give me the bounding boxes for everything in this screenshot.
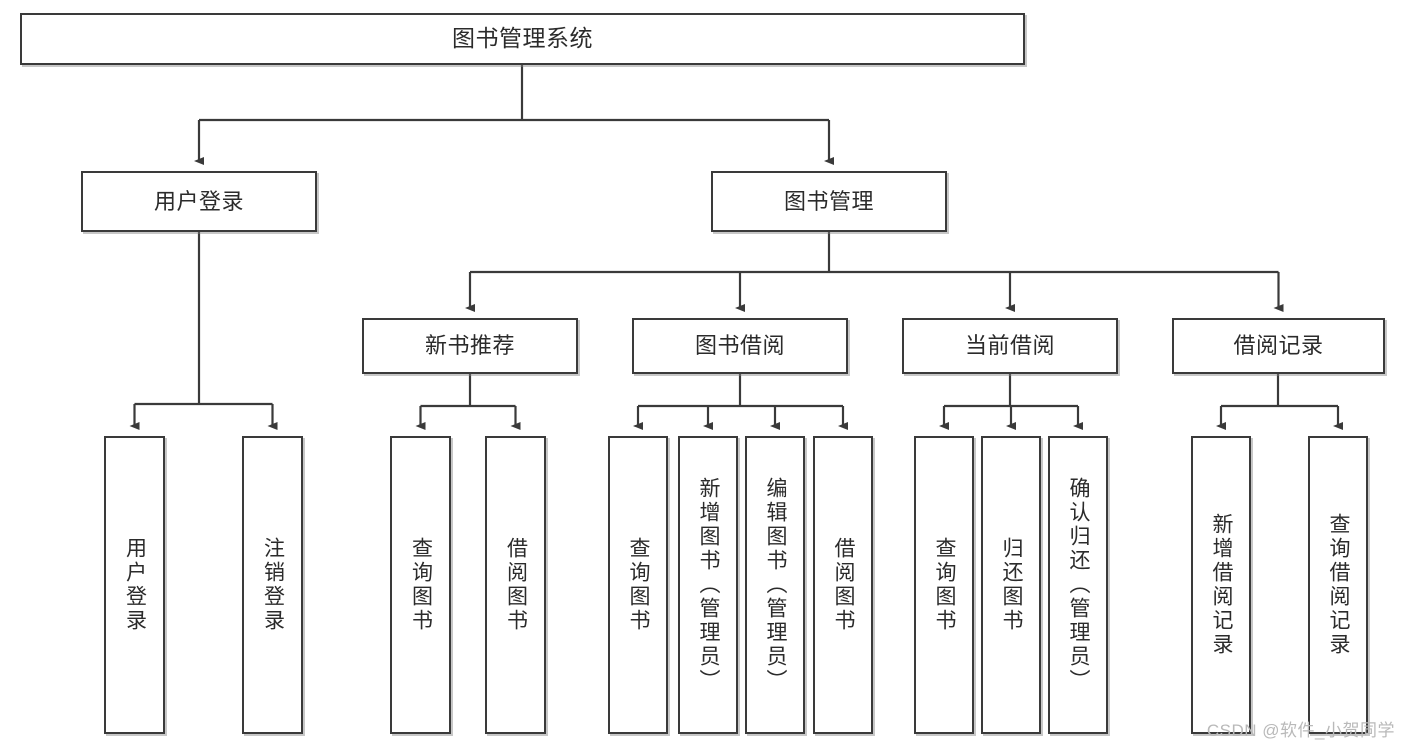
node-leaf-borrow-book-2[interactable]: 借阅图书 xyxy=(813,436,873,734)
node-leaf-query-book-2[interactable]: 查询图书 xyxy=(608,436,668,734)
node-new-book-rec[interactable]: 新书推荐 xyxy=(362,318,578,374)
node-leaf-query-book-3[interactable]: 查询图书 xyxy=(914,436,974,734)
node-label: 新增借阅记录 xyxy=(1210,513,1234,657)
node-leaf-user-login[interactable]: 用户登录 xyxy=(104,436,165,734)
node-label: 编辑图书（管理员） xyxy=(764,477,788,693)
node-leaf-query-record[interactable]: 查询借阅记录 xyxy=(1308,436,1368,734)
node-label: 新增图书（管理员） xyxy=(697,477,721,693)
watermark-label: CSDN @软件_小贺同学 xyxy=(1206,721,1395,740)
node-label: 图书借阅 xyxy=(694,333,785,359)
node-leaf-add-record[interactable]: 新增借阅记录 xyxy=(1191,436,1251,734)
node-label: 借阅记录 xyxy=(1233,333,1324,359)
node-leaf-edit-book[interactable]: 编辑图书（管理员） xyxy=(745,436,805,734)
node-book-borrow[interactable]: 图书借阅 xyxy=(632,318,848,374)
node-book-manage[interactable]: 图书管理 xyxy=(711,171,947,232)
node-label: 归还图书 xyxy=(1000,537,1024,633)
node-user-login[interactable]: 用户登录 xyxy=(81,171,317,232)
node-label: 查询图书 xyxy=(933,537,957,633)
node-label: 借阅图书 xyxy=(504,537,528,633)
node-label: 用户登录 xyxy=(153,188,244,214)
node-label: 图书管理 xyxy=(783,188,874,214)
node-leaf-user-logout[interactable]: 注销登录 xyxy=(242,436,303,734)
node-leaf-return-book[interactable]: 归还图书 xyxy=(981,436,1041,734)
node-leaf-add-book[interactable]: 新增图书（管理员） xyxy=(678,436,738,734)
node-label: 借阅图书 xyxy=(832,537,856,633)
node-label: 确认归还（管理员） xyxy=(1067,477,1091,693)
node-label: 图书管理系统 xyxy=(452,25,593,52)
node-current-borrow[interactable]: 当前借阅 xyxy=(902,318,1118,374)
node-leaf-query-book-1[interactable]: 查询图书 xyxy=(390,436,451,734)
node-root-system[interactable]: 图书管理系统 xyxy=(20,13,1025,65)
node-label: 当前借阅 xyxy=(964,333,1055,359)
node-borrow-record[interactable]: 借阅记录 xyxy=(1172,318,1385,374)
node-label: 用户登录 xyxy=(123,537,147,633)
node-label: 查询图书 xyxy=(409,537,433,633)
node-label: 新书推荐 xyxy=(424,333,515,359)
node-label: 注销登录 xyxy=(261,537,285,633)
node-leaf-confirm-return[interactable]: 确认归还（管理员） xyxy=(1048,436,1108,734)
node-leaf-borrow-book-1[interactable]: 借阅图书 xyxy=(485,436,546,734)
node-label: 查询图书 xyxy=(627,537,651,633)
node-label: 查询借阅记录 xyxy=(1327,513,1351,657)
